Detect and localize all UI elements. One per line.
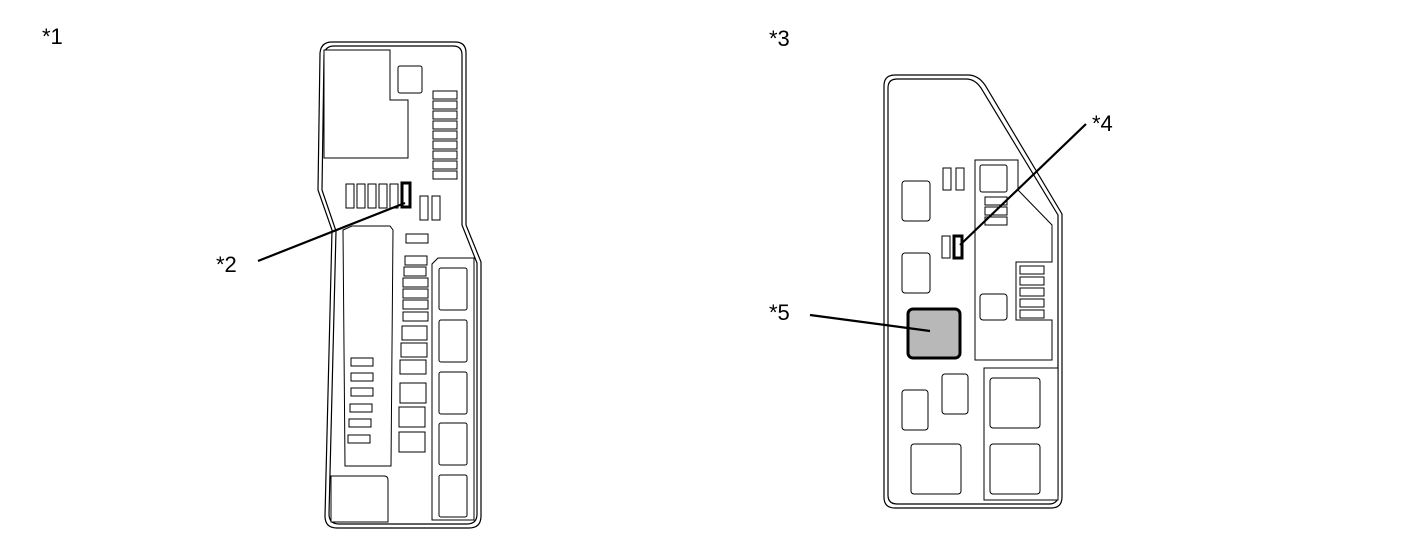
target-fuse-2 bbox=[400, 181, 412, 209]
relay-squares bbox=[438, 267, 468, 518]
leader-line-5 bbox=[809, 313, 931, 333]
lower-small-socket-a bbox=[941, 373, 969, 415]
bottom-left-box bbox=[330, 475, 389, 523]
mid-right-socket bbox=[979, 293, 1008, 321]
left-relay-block bbox=[317, 41, 482, 529]
cavity-slots bbox=[347, 357, 374, 444]
middle-pair bbox=[941, 234, 964, 260]
right-slot-stack bbox=[1019, 265, 1045, 319]
target-fuse-4 bbox=[952, 234, 964, 260]
leader-line-4 bbox=[959, 123, 1087, 246]
big-socket-2 bbox=[989, 443, 1041, 495]
right-block-inner-outline bbox=[887, 78, 1059, 505]
small-square bbox=[397, 65, 423, 94]
right-relay-block bbox=[883, 74, 1063, 509]
middle-slot-column bbox=[398, 233, 429, 453]
target-relay-5 bbox=[906, 307, 962, 360]
lower-small-socket-b bbox=[901, 389, 929, 431]
big-socket-3 bbox=[910, 443, 962, 495]
mid-left-socket bbox=[901, 252, 931, 294]
upper-slot-column bbox=[432, 90, 458, 180]
callout-3: *3 bbox=[769, 26, 790, 51]
upper-left-socket bbox=[901, 180, 931, 222]
upper-right-socket bbox=[979, 164, 1008, 193]
callout-5: *5 bbox=[769, 300, 790, 325]
upper-panel bbox=[323, 49, 409, 159]
callout-4: *4 bbox=[1092, 111, 1113, 136]
callout-2: *2 bbox=[216, 252, 237, 277]
upper-pair bbox=[942, 167, 965, 191]
callout-1: *1 bbox=[42, 24, 63, 49]
long-cavity bbox=[342, 225, 394, 467]
leader-line-2 bbox=[257, 201, 406, 263]
big-socket-1 bbox=[989, 377, 1041, 429]
